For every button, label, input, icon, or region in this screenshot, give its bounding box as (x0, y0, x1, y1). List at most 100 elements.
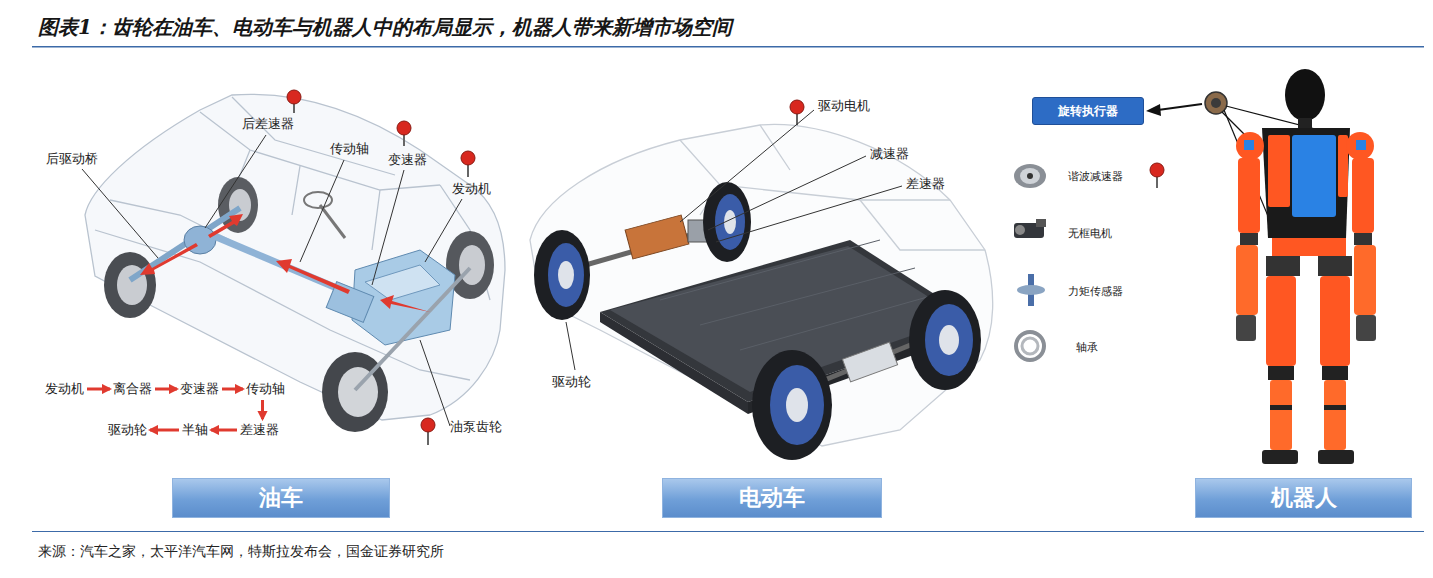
robot-figure (1320, 276, 1350, 366)
pin-marker (461, 151, 475, 165)
source-caption: 来源：汽车之家，太平洋汽车网，特斯拉发布会，国金证券研究所 (38, 543, 444, 561)
flow-step: 发动机 (45, 380, 84, 398)
ev-wheel (548, 243, 584, 307)
component-icon (1027, 173, 1033, 179)
car-drivetrain (320, 205, 345, 238)
part-label: 差速器 (906, 175, 945, 193)
robot-figure (1318, 450, 1354, 464)
leader-line (300, 160, 344, 262)
node-text: 差速器 (240, 421, 279, 439)
flow-step: 驱动轮 (108, 421, 147, 439)
car-drivetrain (130, 192, 470, 390)
ev-wheel (939, 325, 959, 355)
car-body (85, 94, 505, 420)
robot-figure (1262, 128, 1350, 238)
rule-line (32, 46, 1424, 48)
power-flow-arrow (208, 214, 243, 238)
car-body (95, 230, 470, 380)
node-text: 变速器 (180, 380, 219, 398)
robot-figure (1244, 140, 1254, 150)
robot-figure (1324, 405, 1346, 410)
part-label: 轴承 (1076, 340, 1098, 355)
node-text: 机器人 (1271, 483, 1337, 513)
rule-line (32, 531, 1424, 532)
part-label: 变速器 (388, 151, 427, 169)
robot-figure (1270, 380, 1292, 450)
node-text: 半轴 (182, 421, 208, 439)
ev-axle (575, 215, 935, 390)
category-band: 机器人 (1195, 478, 1412, 518)
power-flow-arrow (140, 214, 430, 312)
category-band: 电动车 (662, 478, 882, 518)
robot-figure (1240, 233, 1258, 245)
leader-line (708, 156, 866, 230)
ev-wheel (925, 304, 973, 376)
leader-line (420, 340, 450, 426)
part-label: 驱动轮 (552, 373, 591, 391)
actuator-icon (1211, 98, 1221, 108)
leader-line (205, 135, 266, 228)
robot-figure (1268, 135, 1290, 207)
component-icon (1036, 219, 1046, 227)
pin-marker (467, 164, 469, 177)
leader-arrow (1146, 104, 1161, 116)
ev-axle (842, 342, 897, 382)
actuator-box: 旋转执行器 (1032, 97, 1144, 125)
flow-step: 离合器 (113, 380, 152, 398)
component-icon (1014, 164, 1046, 188)
leader-line (82, 135, 462, 426)
part-label: 谐波减速器 (1068, 169, 1123, 184)
robot-figure (1236, 315, 1256, 341)
leader-line (566, 110, 902, 370)
component-icon (1022, 338, 1038, 354)
power-flow-arrow (380, 295, 430, 312)
robot-figure (1346, 132, 1374, 160)
leader-line (372, 170, 404, 285)
pin-marker (287, 90, 301, 104)
node-text: 传动轴 (246, 380, 285, 398)
flow-arrow (211, 429, 237, 432)
ev-battery (600, 312, 748, 414)
ev-wheel (534, 230, 590, 320)
robot-figure (1356, 315, 1376, 341)
ev-wheel (558, 261, 574, 289)
car-drivetrain (214, 236, 365, 300)
robot-figure (1318, 256, 1352, 276)
leader-line (716, 186, 902, 242)
robot-figure (1266, 256, 1300, 276)
part-label: 发动机 (452, 180, 491, 198)
flow-step: 变速器 (180, 380, 219, 398)
pin-marker (1150, 163, 1164, 177)
part-label: 减速器 (870, 145, 909, 163)
ev-shell (860, 200, 985, 250)
robot-figure (1266, 276, 1296, 366)
node-text: 旋转执行器 (1058, 103, 1118, 120)
robot-figure (1236, 69, 1376, 464)
node-text: 发动机 (45, 380, 84, 398)
pin-marker (427, 431, 429, 445)
node-text: 电动车 (739, 483, 805, 513)
leader-line (425, 199, 462, 262)
car-wheel (218, 177, 258, 233)
power-flow-arrow (276, 259, 350, 294)
robot-figure (1352, 158, 1374, 233)
flow-arrow (150, 429, 179, 432)
leader-arrow (1158, 104, 1202, 110)
pin-marker (790, 100, 804, 114)
leader-line (1222, 106, 1358, 245)
car-wheel (104, 177, 494, 432)
ev-battery (660, 240, 945, 350)
ev-wheel (703, 182, 751, 262)
car-wheel (459, 245, 485, 285)
rule-line (32, 46, 1424, 532)
flow-step: 差速器 (240, 421, 279, 439)
category-band: 油车 (172, 478, 390, 518)
pin-marker (1156, 176, 1158, 188)
car-wheel (104, 252, 156, 318)
node-text: 驱动轮 (108, 421, 147, 439)
ev-wheel (715, 194, 745, 250)
robot-figure (1354, 233, 1372, 245)
robot-figure (1268, 366, 1294, 380)
leader-line (680, 110, 814, 222)
flow-step: 半轴 (182, 421, 208, 439)
